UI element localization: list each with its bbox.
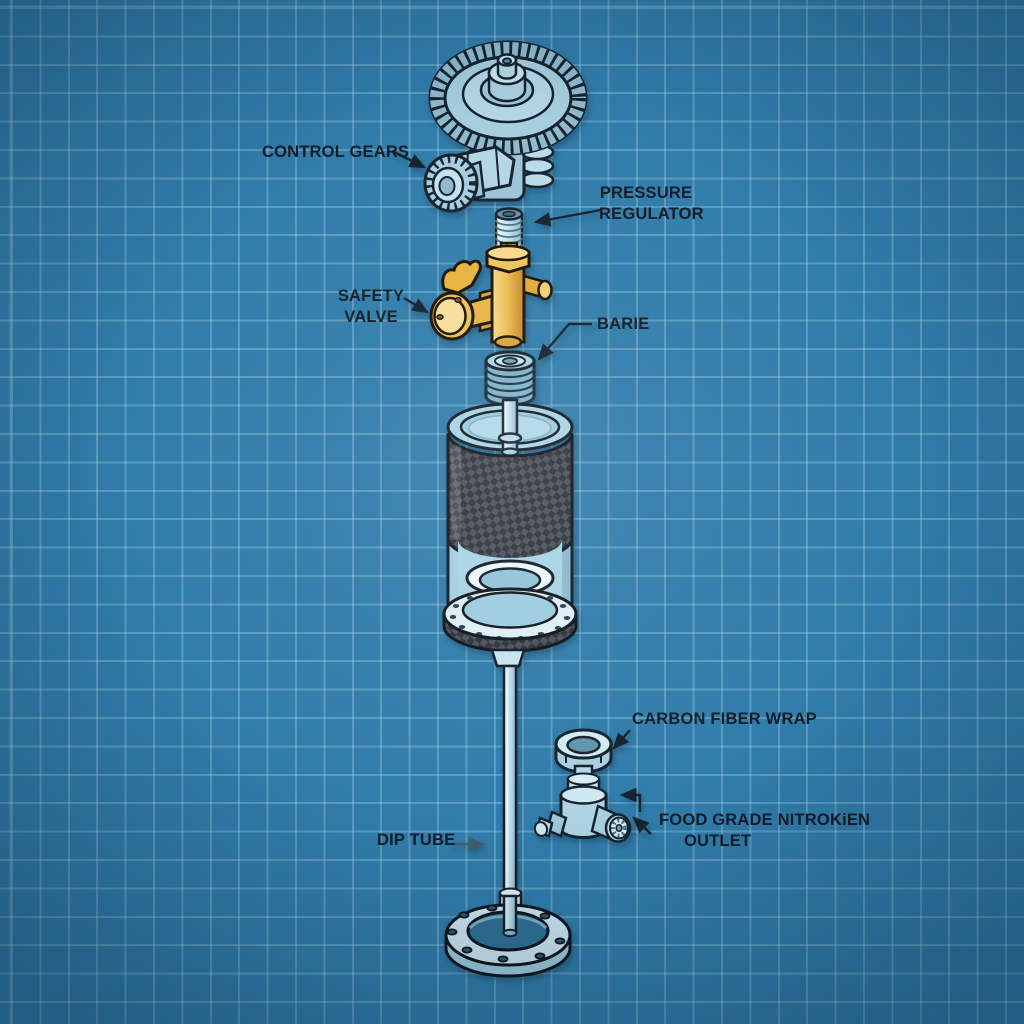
label-barie: BARIE <box>597 315 650 333</box>
main-gear-wheel <box>428 40 588 156</box>
label-dip-tube: DIP TUBE <box>377 831 456 849</box>
label-outlet-line2: OUTLET <box>684 832 752 850</box>
base-flange <box>444 894 572 978</box>
center-rod <box>497 398 523 457</box>
outlet-diagonal-arrow <box>632 816 652 835</box>
carbon-fiber-arrow <box>612 729 631 750</box>
label-safety-valve-line1: SAFETY <box>337 287 405 305</box>
outlet-elbow-arrow <box>619 787 642 812</box>
label-pressure-regulator-line1: PRESSURE <box>599 184 693 202</box>
pressure-regulator-arrow <box>533 208 602 227</box>
label-safety-valve-line2: VALVE <box>344 308 398 326</box>
outlet-valve <box>533 728 632 843</box>
label-control-gears: CONTROL GEARS <box>262 143 410 161</box>
barie-leader <box>537 322 592 361</box>
dip-tube <box>498 664 523 915</box>
tank-flange <box>442 587 578 668</box>
label-outlet: FOOD GRADE NITROKiEN OUTLET <box>659 810 870 852</box>
safety-valve-arrow <box>403 296 430 314</box>
threaded-neck <box>484 350 536 407</box>
label-safety-valve: SAFETY VALVE <box>334 286 408 328</box>
label-pressure-regulator-line2: REGULATOR <box>599 205 704 223</box>
control-gear-small <box>423 153 486 213</box>
safety-valve-body <box>429 241 553 349</box>
label-outlet-line1: FOOD GRADE NITROKiEN <box>659 811 871 829</box>
label-pressure-regulator: PRESSURE REGULATOR <box>599 183 704 225</box>
leader-arrows <box>391 149 652 852</box>
label-carbon-fiber-wrap: CARBON FIBER WRAP <box>632 710 817 728</box>
control-gears-arrow <box>391 149 427 169</box>
